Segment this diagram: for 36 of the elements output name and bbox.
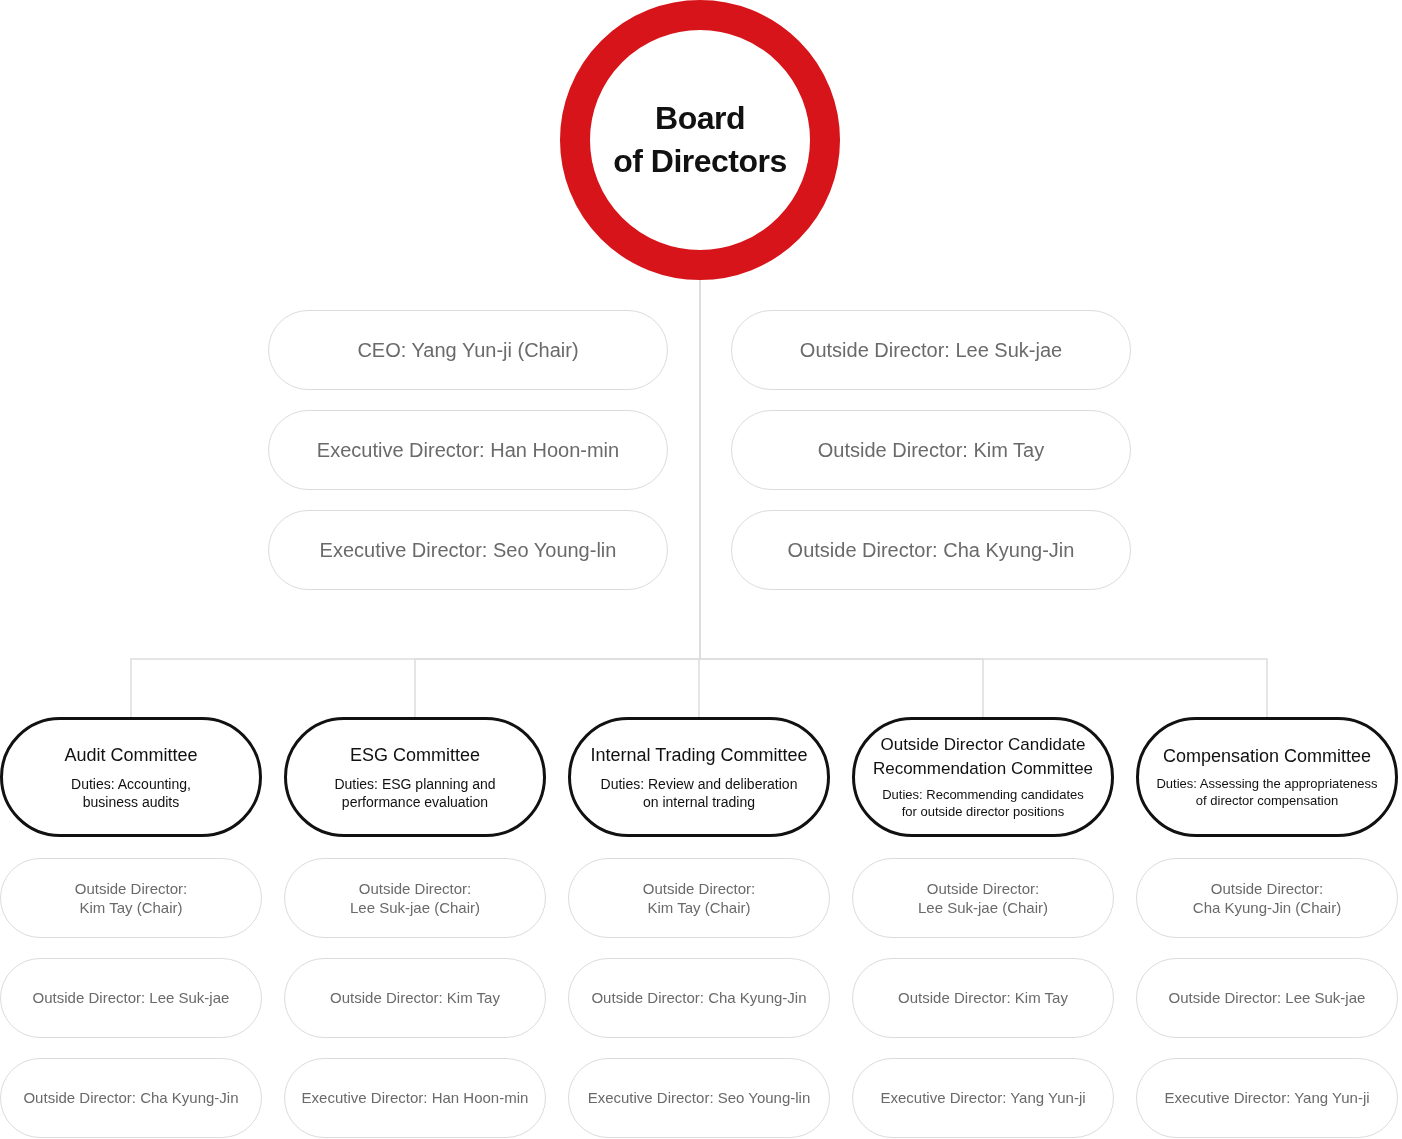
member-name: Executive Director: Han Hoon-min — [300, 1088, 530, 1108]
director-name: Outside Director: Cha Kyung-Jin — [787, 538, 1075, 563]
director-name: Outside Director: Lee Suk-jae — [799, 338, 1063, 363]
director-name: Executive Director: Seo Young-lin — [319, 538, 617, 563]
member-name: Outside Director: Kim Tay — [897, 988, 1069, 1008]
committee-title: Compensation Committee — [1162, 745, 1372, 768]
committee-title: Outside Director Candidate Recommendation Committee — [871, 733, 1095, 780]
member-name: Outside Director: Lee Suk-jae (Chair) — [348, 878, 482, 918]
committee-duties: Duties: Review and deliberation on internal trading — [599, 774, 799, 812]
member-name: Executive Director: Yang Yun-ji — [879, 1088, 1087, 1108]
member-name: Outside Director: Lee Suk-jae — [1167, 988, 1367, 1008]
committee-duties: Duties: Accounting, business audits — [70, 774, 192, 812]
committee-title: ESG Committee — [349, 743, 480, 767]
member-pill — [0, 858, 262, 938]
member-name: Outside Director: Kim Tay (Chair) — [73, 878, 189, 918]
committee-duties: Duties: Assessing the appropriateness of director compensation — [1155, 776, 1379, 810]
committee-duties: Duties: ESG planning and performance evaluation — [333, 774, 497, 812]
director-name: CEO: Yang Yun-ji (Chair) — [357, 338, 579, 363]
committee-title: Audit Committee — [64, 743, 198, 767]
member-name: Outside Director: Lee Suk-jae (Chair) — [916, 878, 1050, 918]
director-name: Outside Director: Kim Tay — [817, 438, 1045, 463]
director-name: Executive Director: Han Hoon-min — [316, 438, 620, 463]
member-pill — [0, 958, 262, 1038]
member-name: Outside Director: Kim Tay — [329, 988, 501, 1008]
member-name: Outside Director: Cha Kyung-Jin (Chair) — [1191, 878, 1343, 918]
committee-title: Internal Trading Committee — [590, 743, 808, 767]
member-name: Outside Director: Cha Kyung-Jin — [590, 988, 808, 1008]
member-name: Outside Director: Lee Suk-jae — [31, 988, 231, 1008]
committee-duties: Duties: Recommending candidates for outside director positions — [881, 787, 1085, 822]
member-name: Executive Director: Yang Yun-ji — [1163, 1088, 1371, 1108]
member-name: Outside Director: Cha Kyung-Jin — [22, 1088, 240, 1108]
committee-pill — [0, 717, 262, 837]
member-name: Executive Director: Seo Young-lin — [586, 1088, 812, 1108]
member-name: Outside Director: Kim Tay (Chair) — [641, 878, 757, 918]
board-title: Board of Directors — [612, 98, 788, 181]
member-pill — [0, 1058, 262, 1138]
